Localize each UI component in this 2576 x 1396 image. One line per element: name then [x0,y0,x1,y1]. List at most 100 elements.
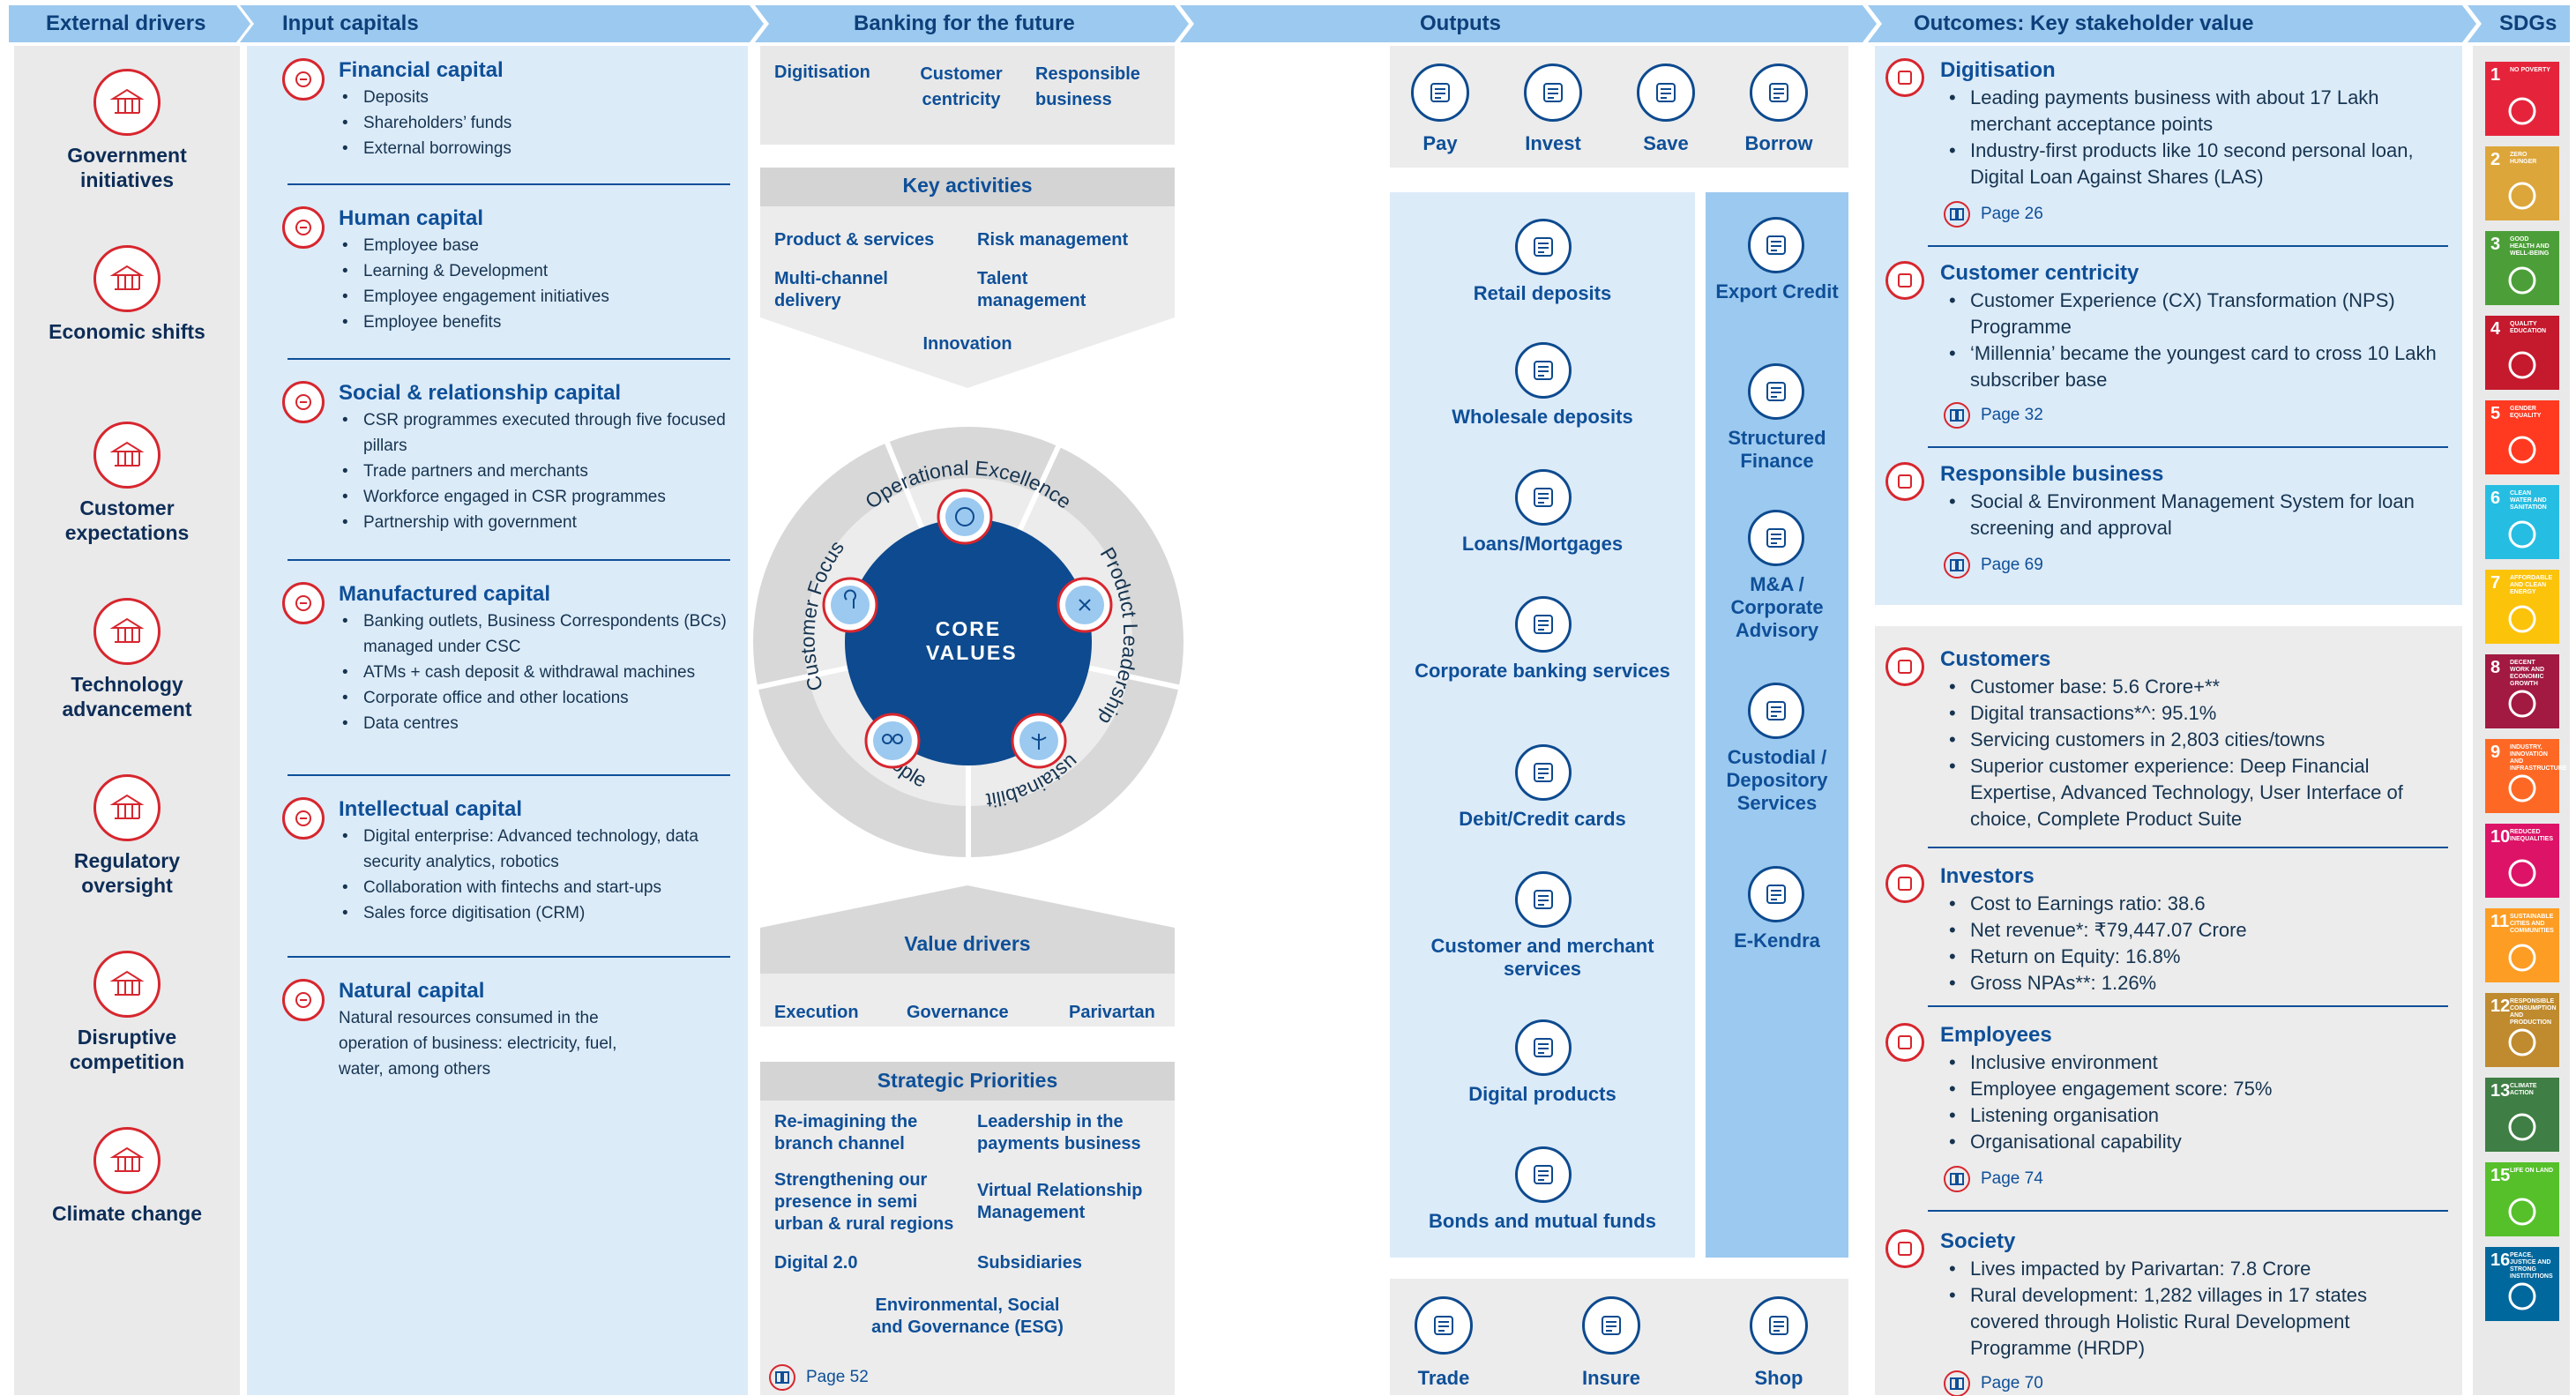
capital-item: Banking outlets, Business Correspondents… [339,608,727,660]
sdg-number: 7 [2490,573,2501,593]
value-driver-parivartan: Parivartan [1069,1003,1155,1022]
value-drivers-shape [760,885,1175,1026]
sdg-title: Responsible consumption and production [2510,998,2557,1026]
outcome-icon [1885,261,1924,300]
value-drivers-title: Value drivers [904,932,1031,955]
output-icon [1515,596,1572,653]
capital-item: Trade partners and merchants [339,459,727,484]
outcome-icon [1885,1229,1924,1268]
capital-item: Shareholders’ funds [339,110,727,136]
priority-payments: Leadership in the payments business [977,1112,1141,1153]
output-left-label: Debit/Credit cards [1459,808,1626,830]
output-icon [1524,63,1582,122]
strategic-page-link[interactable]: Page 52 [769,1364,869,1391]
output-icon [1750,1296,1808,1355]
capital-item: Employee benefits [339,310,727,335]
outcome-theme-title: Digitisation [1940,58,2056,82]
output-top-label: Pay [1422,132,1458,154]
page-link[interactable]: Page 74 [1944,1166,2043,1192]
sdg-number: 6 [2490,489,2501,508]
output-icon [1748,363,1804,420]
page-link[interactable]: Page 26 [1944,201,2043,228]
outcome-theme-title: Customer centricity [1940,261,2139,285]
book-icon [1944,552,1970,579]
sdg-title: Decent work and economic growth [2510,660,2545,687]
outcome-item: Organisational capability [1944,1129,2438,1155]
activity-innovation: Innovation [922,334,1012,354]
external-driver-label: Technology advancement [62,673,192,720]
capital-items: Banking outlets, Business Correspondents… [339,608,727,736]
capital-items: CSR programmes executed through five foc… [339,407,727,535]
output-icon [1515,219,1572,275]
capital-item: Partnership with government [339,510,727,535]
sdg-5-icon: 5Gender equality [2485,400,2559,474]
page-ref-text: Page 69 [1981,556,2043,574]
capital-item: Workforce engaged in CSR programmes [339,484,727,510]
priority-esg: Environmental, Social and Governance (ES… [871,1295,1064,1337]
book-icon [1944,1166,1970,1192]
outcome-item: Inclusive environment [1944,1049,2438,1076]
external-driver-label: Economic shifts [49,320,205,343]
output-bottom-label: Insure [1581,1367,1641,1389]
external-driver-label: Climate change [52,1202,202,1225]
page-link[interactable]: Page 69 [1944,552,2043,579]
capital-title: Intellectual capital [339,797,523,821]
header-outputs: Outputs [1420,11,1501,35]
page-ref-text: Page 26 [1981,205,2043,223]
core-values-wheel: Operational Excellence Product Leadershi… [750,423,1183,859]
page-ref-text: Page 52 [806,1368,869,1386]
sdg-title: Sustainable cities and communities [2510,914,2554,934]
sdg-8-icon: 8 Decent work and economic growth [2485,654,2559,728]
sdg-number: 8 [2490,658,2501,677]
priority-branch: Re-imagining the branch channel [774,1112,918,1153]
output-icon [1515,1019,1572,1076]
outcome-divider [1928,1210,2448,1212]
output-icon [1515,871,1572,928]
outcome-divider [1928,245,2448,247]
value-driver-governance: Governance [907,1003,1009,1022]
outcome-item: Industry-first products like 10 second p… [1944,138,2438,190]
outcome-item: ‘Millennia’ became the youngest card to … [1944,340,2438,393]
header-sdgs: SDGs [2499,11,2557,35]
outcome-icon [1885,647,1924,686]
outcome-item: Leading payments business with about 17 … [1944,85,2438,138]
outcome-item: Rural development: 1,282 villages in 17 … [1944,1282,2438,1362]
output-bottom-label: Shop [1754,1367,1803,1389]
outcome-item: Net revenue*: ₹79,447.07 Crore [1944,917,2438,944]
building-icon [282,582,325,624]
output-icon [1515,1146,1572,1203]
page-link[interactable]: Page 70 [1944,1370,2043,1396]
sdg-title: Gender equality [2510,406,2542,419]
capital-divider [287,183,730,185]
outcome-items: Customer Experience (CX) Transformation … [1944,287,2438,393]
sdg-12-icon: 12Responsible consumption and production [2485,993,2559,1067]
outcome-items: Inclusive environmentEmployee engagement… [1944,1049,2438,1155]
sdg-number: 10 [2490,827,2511,847]
outcome-item: Digital transactions*^: 95.1% [1944,700,2438,727]
outcome-item: Return on Equity: 16.8% [1944,944,2438,970]
outcome-icon [1885,58,1924,97]
outcome-theme-title: Responsible business [1940,462,2164,486]
page-link[interactable]: Page 32 [1944,402,2043,429]
sdg-13-icon: 13Climate action [2485,1078,2559,1152]
sdg-number: 11 [2490,912,2510,931]
output-icon [1515,342,1572,399]
output-top-label: Save [1643,132,1689,154]
output-right-label: Export Credit [1715,280,1839,302]
capital-divider [287,774,730,776]
header-banking-future: Banking for the future [854,11,1075,35]
capital-items: Employee baseLearning & DevelopmentEmplo… [339,233,727,335]
output-icon [1748,510,1804,566]
priority-vrm: Virtual Relationship Management [977,1181,1143,1222]
stakeholder-title: Investors [1940,864,2035,888]
header-input-capitals: Input capitals [282,11,419,35]
outcome-item: Lives impacted by Parivartan: 7.8 Crore [1944,1256,2438,1282]
target-icon [282,797,325,840]
capital-item: Data centres [339,711,727,736]
output-right-label: Custodial / Depository Services [1726,746,1828,814]
mobile-payment-icon [93,951,161,1018]
sdg-title: Climate action [2510,1083,2537,1096]
core-values-label: CORE VALUES [926,617,1018,664]
sdg-7-icon: 7Affordable and clean energy [2485,570,2559,644]
